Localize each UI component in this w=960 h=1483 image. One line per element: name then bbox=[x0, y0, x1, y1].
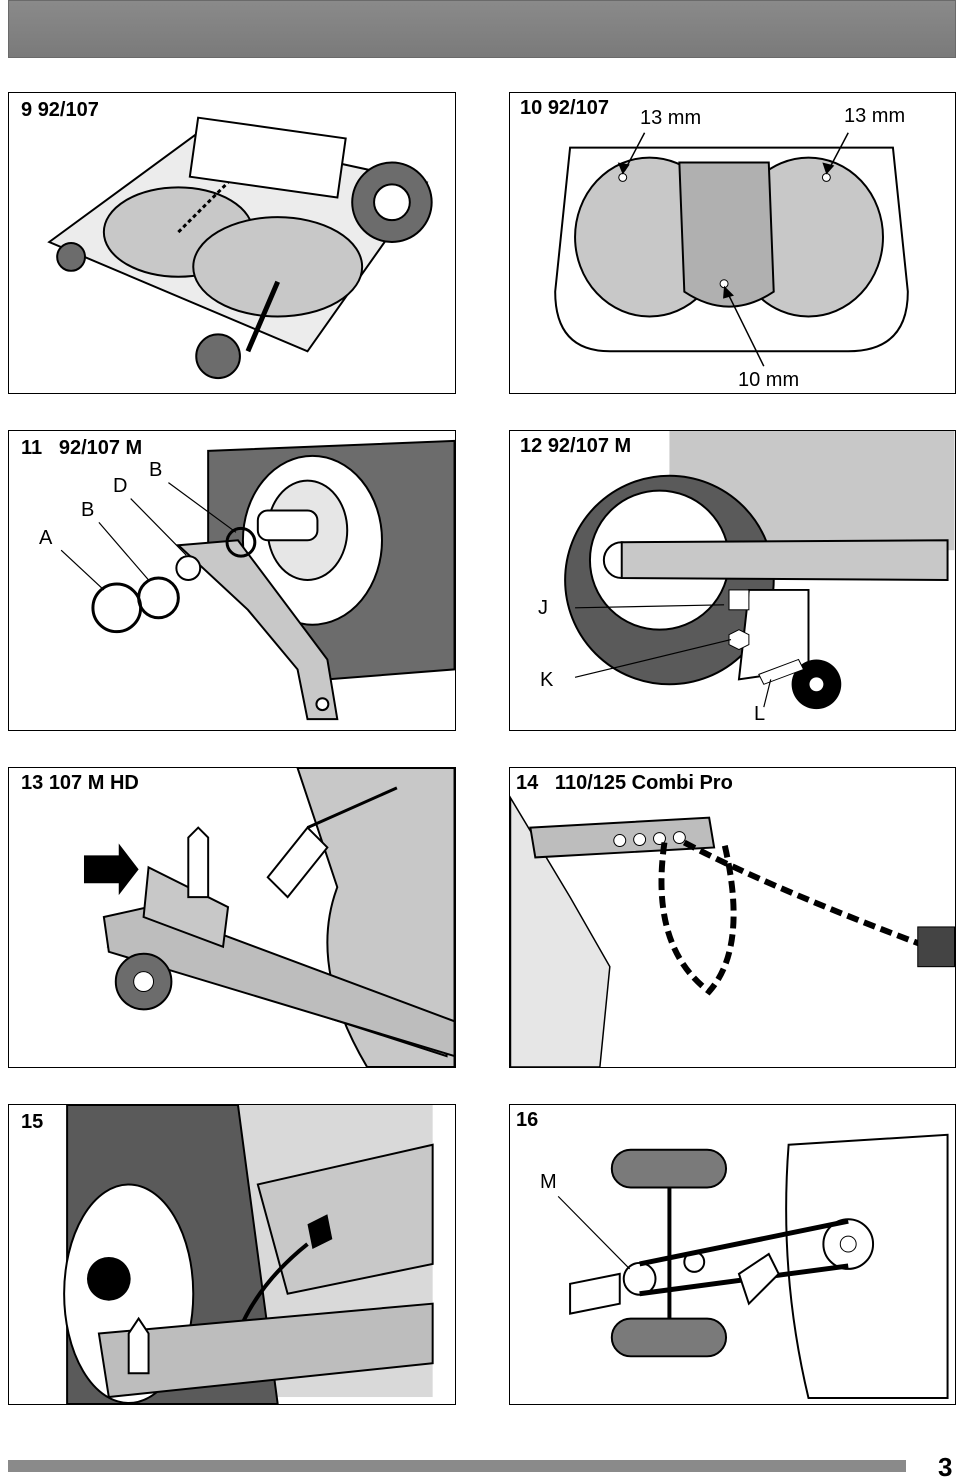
callout-b-lower: B bbox=[81, 499, 95, 521]
figure-9: 9 92/107 bbox=[8, 92, 456, 394]
figure-10: 10 92/107 13 mm 13 mm 10 mm bbox=[509, 92, 956, 394]
callout-10mm: 10 mm bbox=[738, 369, 800, 391]
figure-11-label: 11 92/107 M bbox=[21, 437, 143, 459]
deck-underside-illustration bbox=[554, 132, 909, 367]
footer-rule bbox=[8, 1460, 906, 1472]
figure-15: 15 bbox=[8, 1104, 456, 1405]
figure-16-label: 16 bbox=[516, 1109, 539, 1131]
callout-13mm-left: 13 mm bbox=[640, 107, 702, 129]
figure-12: 12 92/107 M J K L bbox=[509, 430, 956, 731]
callout-l: L bbox=[754, 703, 766, 725]
callout-a: A bbox=[39, 527, 53, 549]
callout-m: M bbox=[540, 1171, 557, 1193]
callout-13mm-right: 13 mm bbox=[844, 105, 906, 127]
page-number: 3 bbox=[938, 1452, 953, 1482]
mower-deck-illustration bbox=[47, 116, 433, 380]
belt-drive-illustration bbox=[557, 1133, 949, 1400]
header-bar bbox=[8, 0, 956, 58]
figure-13: 13 107 M HD bbox=[8, 767, 456, 1068]
figure-12-label: 12 92/107 M bbox=[520, 435, 642, 458]
callout-d: D bbox=[113, 475, 128, 497]
figure-15-label: 15 bbox=[21, 1111, 44, 1133]
tow-chain-illustration bbox=[510, 795, 955, 1067]
figure-11: 11 92/107 M B D B A bbox=[8, 430, 456, 731]
figure-13-label: 13 107 M HD bbox=[21, 772, 139, 794]
wheel-axle-illustration bbox=[60, 439, 455, 721]
figure-14: 14 110/125 Combi Pro bbox=[509, 767, 956, 1068]
callout-k: K bbox=[540, 669, 554, 691]
figure-10-label: 10 92/107 bbox=[520, 97, 609, 119]
hitch-cable-illustration bbox=[63, 1105, 434, 1404]
wheel-lever-illustration bbox=[564, 431, 955, 710]
hitch-pin-illustration bbox=[83, 768, 455, 1067]
callout-b-upper: B bbox=[149, 459, 163, 481]
callout-j: J bbox=[538, 597, 548, 619]
figure-16: 16 M bbox=[509, 1104, 956, 1405]
figure-14-label: 14 110/125 Combi Pro bbox=[516, 772, 733, 794]
figure-9-label: 9 92/107 bbox=[21, 99, 99, 121]
